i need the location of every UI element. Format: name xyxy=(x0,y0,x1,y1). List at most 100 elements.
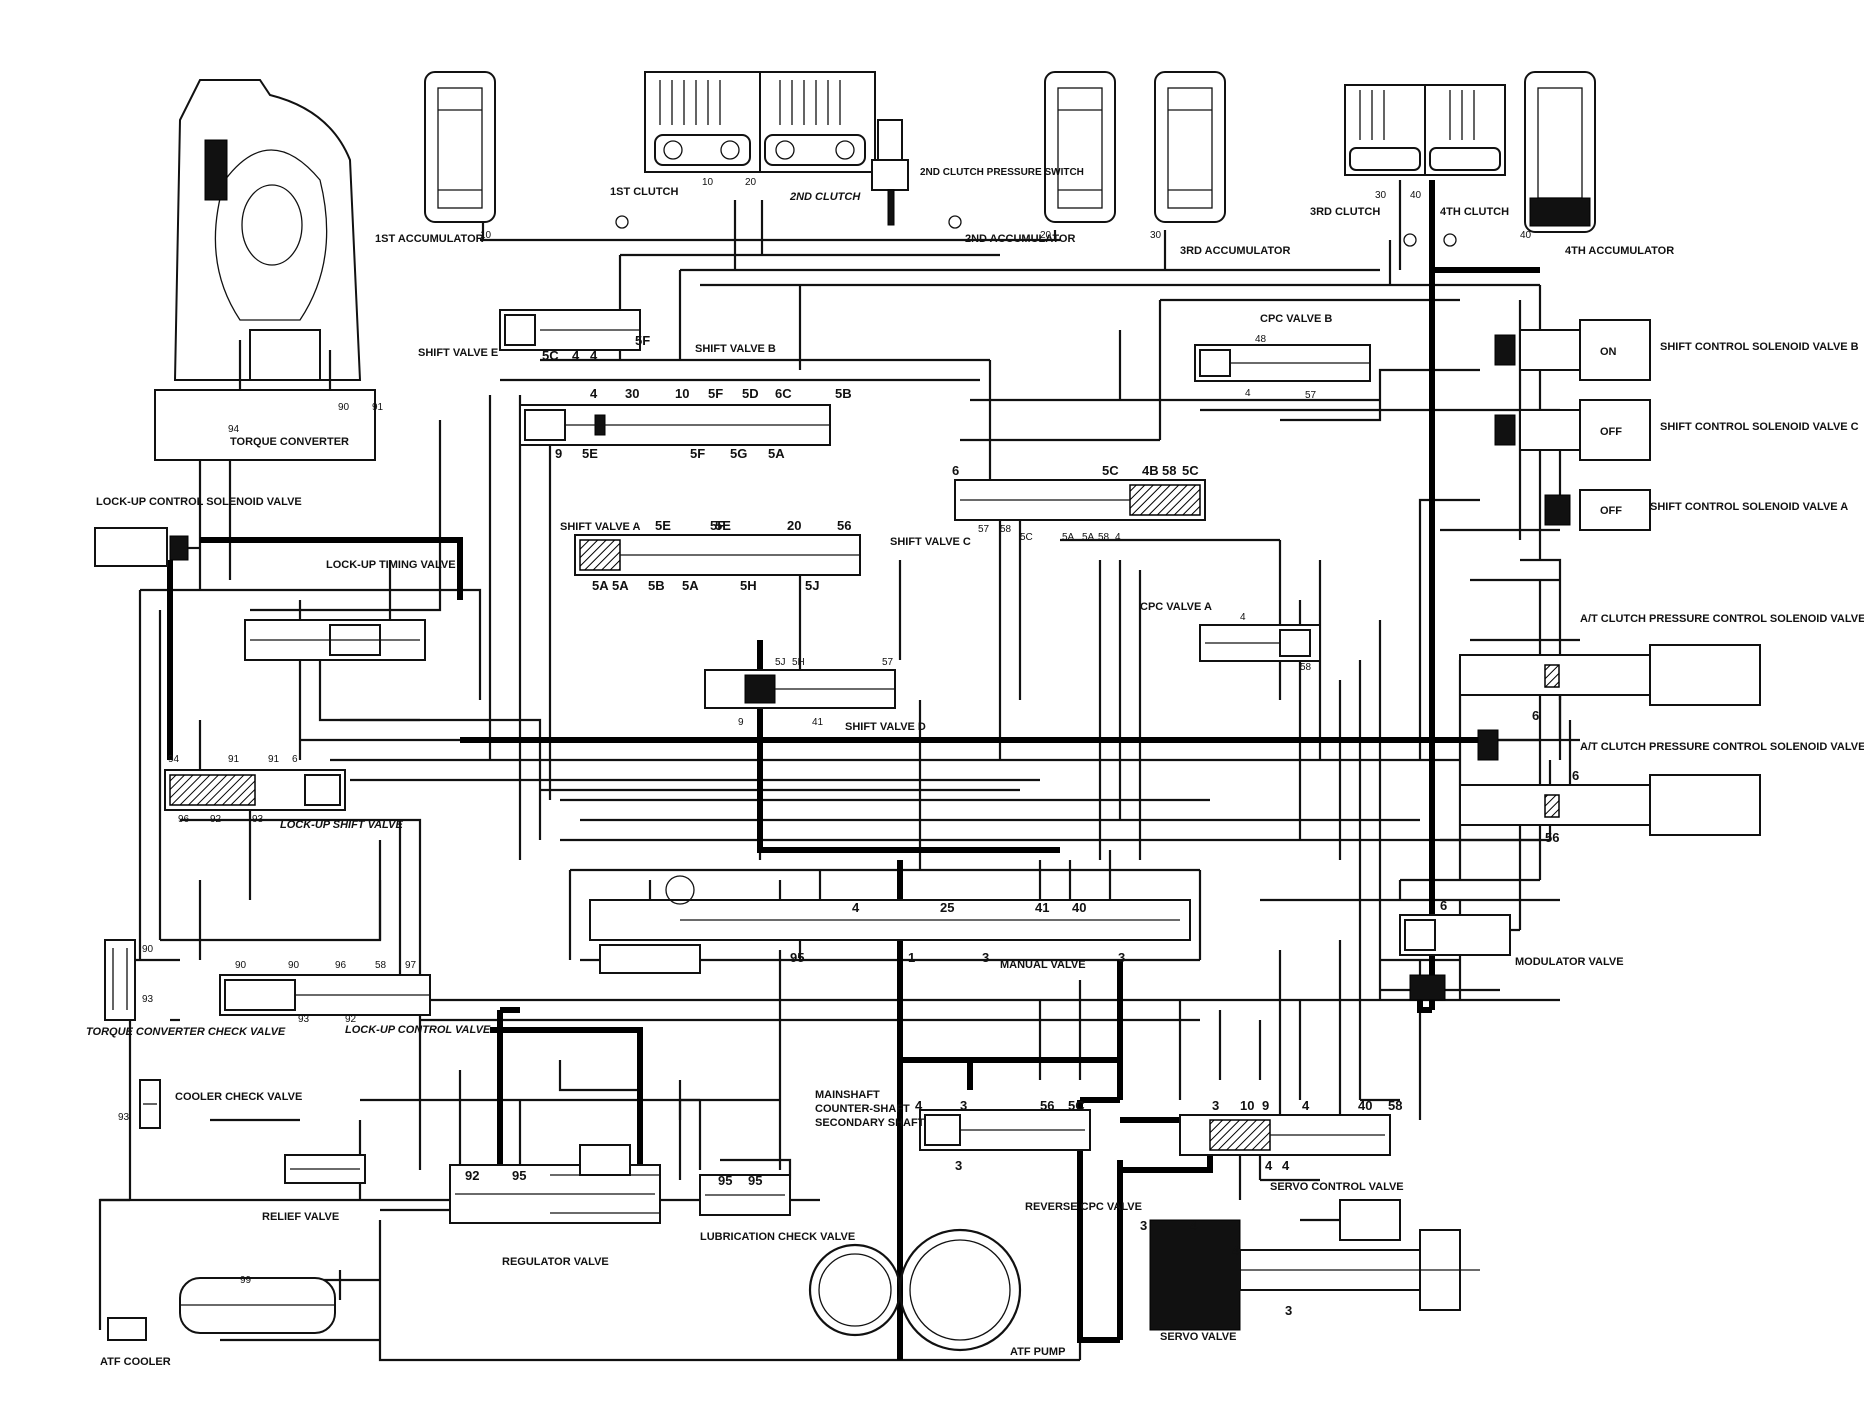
label-shift-c: SHIFT VALVE C xyxy=(890,536,971,548)
accumulator-2nd: 20 xyxy=(1040,71,1116,241)
pressure-switch-2nd xyxy=(871,119,909,226)
label-atf-pump: ATF PUMP xyxy=(1010,1346,1065,1358)
label-shaft-counter: COUNTER-SHAFT xyxy=(815,1103,910,1115)
label-reverse-cpc: REVERSE CPC VALVE xyxy=(1025,1201,1142,1213)
label-cooler-check: COOLER CHECK VALVE xyxy=(175,1091,302,1103)
label-shaft-main: MAINSHAFT xyxy=(815,1089,880,1101)
port-sc-4: 40 xyxy=(1358,1098,1372,1113)
port-svc-7: 5C xyxy=(1020,532,1033,543)
port-sc-0: 3 xyxy=(1212,1098,1219,1113)
port-svd-1: 5H xyxy=(792,657,805,668)
port-sva-2: 5E xyxy=(715,518,731,533)
port-svbb-1: 5E xyxy=(582,446,598,461)
svg-text:20: 20 xyxy=(745,177,757,188)
lockup-solenoid xyxy=(94,527,200,567)
port-lu-6: 93 xyxy=(252,814,264,825)
label-shift-e: SHIFT VALVE E xyxy=(418,347,498,359)
port-svab-1: 5A xyxy=(612,578,629,593)
label-lockup-control: LOCK-UP CONTROL VALVE xyxy=(345,1024,491,1036)
accumulator-3rd: 30 xyxy=(1150,71,1226,241)
label-servo-control: SERVO CONTROL VALVE xyxy=(1270,1181,1404,1193)
port-mv-4: 95 xyxy=(790,950,804,965)
port-rev-4: 3 xyxy=(955,1158,962,1173)
port-reg-0: 92 xyxy=(465,1168,479,1183)
port-sv-1: 4 xyxy=(1190,1218,1198,1233)
svg-text:30: 30 xyxy=(1375,190,1387,201)
port-svb-3: 5F xyxy=(708,386,723,401)
port-pc-0: 6 xyxy=(1532,708,1539,723)
main-pressure-lines xyxy=(167,180,1540,1360)
cpc-valve-a xyxy=(1199,624,1321,662)
port-svc-10: 58 xyxy=(1098,532,1110,543)
label-acc1: 1ST ACCUMULATOR xyxy=(375,233,484,245)
port-tccv-0: 90 xyxy=(142,944,154,955)
svg-text:2ND CLUTCH PRESSURE SWITCH: 2ND CLUTCH PRESSURE SWITCH xyxy=(920,167,1084,178)
port-sc-5: 58 xyxy=(1388,1098,1402,1113)
label-manual: MANUAL VALVE xyxy=(1000,959,1086,971)
port-svb-1: 30 xyxy=(625,386,639,401)
port-mv-6: 3 xyxy=(982,950,989,965)
label-torque-converter: TORQUE CONVERTER xyxy=(230,436,349,448)
port-svb-4: 5D xyxy=(742,386,759,401)
port-rev-0: 4 xyxy=(915,1098,923,1113)
port-tc-2: 91 xyxy=(372,402,384,413)
port-sv-0: 3 xyxy=(1140,1218,1147,1233)
label-lockup-solenoid: LOCK-UP CONTROL SOLENOID VALVE xyxy=(96,496,302,508)
port-svab-2: 5B xyxy=(648,578,665,593)
port-lu-0: 94 xyxy=(168,754,180,765)
accumulator-4th: 40 xyxy=(1520,71,1596,241)
port-luc-1: 90 xyxy=(288,960,300,971)
label-acc4: 4TH ACCUMULATOR xyxy=(1565,245,1674,257)
atf-cooler xyxy=(107,1277,336,1341)
regulator-valve xyxy=(449,1144,661,1224)
port-lu-4: 96 xyxy=(178,814,190,825)
port-mv-1: 25 xyxy=(940,900,954,915)
port-sva-4: 56 xyxy=(837,518,851,533)
port-rev-2: 56 xyxy=(1040,1098,1054,1113)
accumulator-1st: 10 xyxy=(424,71,496,241)
label-sol-b: SHIFT CONTROL SOLENOID VALVE B xyxy=(1660,341,1859,353)
label-lockup-timing: LOCK-UP TIMING VALVE xyxy=(326,559,456,571)
port-svc-8: 5A xyxy=(1062,532,1075,543)
port-sve-1: 4 xyxy=(572,348,580,363)
port-reg-1: 95 xyxy=(512,1168,526,1183)
label-lube-check: LUBRICATION CHECK VALVE xyxy=(700,1231,855,1243)
lube-check-valve xyxy=(699,1174,791,1216)
shift-valve-b xyxy=(519,404,831,446)
port-cpca-1: 58 xyxy=(1300,662,1312,673)
clutch-1st: 10 xyxy=(644,71,761,188)
pc-solenoid-a xyxy=(1459,729,1761,836)
label-acc3: 3RD ACCUMULATOR xyxy=(1180,245,1290,257)
lockup-control-valve xyxy=(219,974,431,1016)
port-cpcb-1: 4 xyxy=(1245,388,1251,399)
port-sve-3: 5F xyxy=(635,333,650,348)
label-state-on: ON xyxy=(1600,346,1617,358)
port-sc-1: 10 xyxy=(1240,1098,1254,1113)
svg-text:30: 30 xyxy=(1150,230,1162,241)
svg-text:40: 40 xyxy=(1520,230,1532,241)
label-clutch1: 1ST CLUTCH xyxy=(610,186,679,198)
port-sv-3: 3 xyxy=(1285,1303,1292,1318)
port-svbb-4: 5A xyxy=(768,446,785,461)
port-mv-0: 4 xyxy=(852,900,860,915)
label-clutch3: 3RD CLUTCH xyxy=(1310,206,1380,218)
label-sol-c: SHIFT CONTROL SOLENOID VALVE C xyxy=(1660,421,1859,433)
port-svb-6: 5B xyxy=(835,386,852,401)
modulator-valve xyxy=(1399,914,1511,1001)
label-lockup-shift: LOCK-UP SHIFT VALVE xyxy=(280,819,404,831)
svg-text:10: 10 xyxy=(702,177,714,188)
port-svd-0: 5J xyxy=(775,657,786,668)
port-svab-4: 5H xyxy=(740,578,757,593)
port-svc-11: 4 xyxy=(1115,532,1121,543)
port-sc-2: 9 xyxy=(1262,1098,1269,1113)
port-sva-0: 5E xyxy=(655,518,671,533)
shift-valve-e xyxy=(499,309,641,351)
label-shift-d: SHIFT VALVE D xyxy=(845,721,926,733)
clutch-4th: 40 xyxy=(1410,84,1506,201)
label-relief: RELIEF VALVE xyxy=(262,1211,339,1223)
port-svab-5: 5J xyxy=(805,578,819,593)
manual-valve xyxy=(589,875,1191,974)
port-cooler: 99 xyxy=(240,1275,252,1286)
port-pc-1: 6 xyxy=(1572,768,1579,783)
svg-text:10: 10 xyxy=(480,230,492,241)
